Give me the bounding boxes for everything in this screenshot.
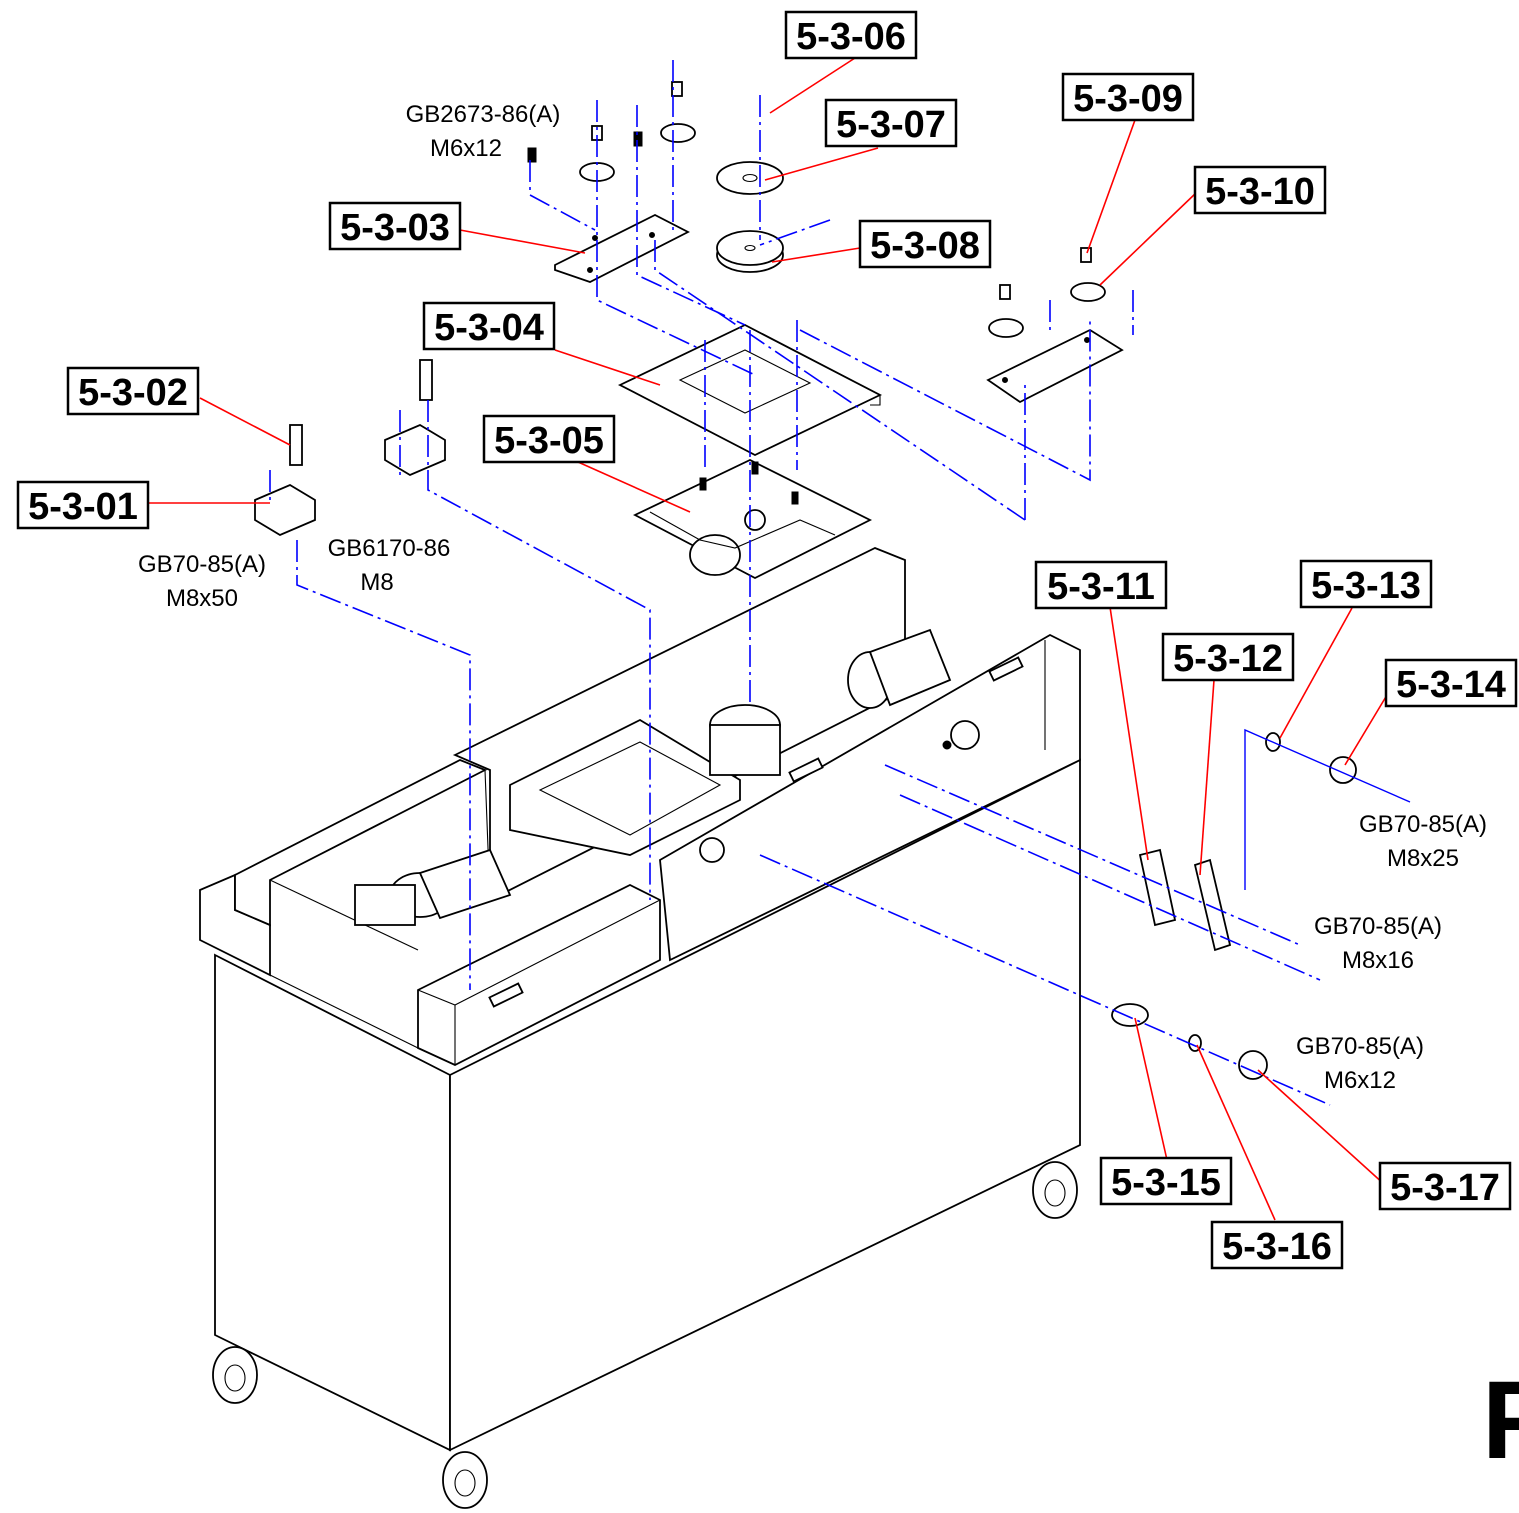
callout-label: 5-3-06: [796, 16, 906, 58]
callout-5-3-04: 5-3-04: [422, 301, 556, 351]
spec-line1: GB70-85(A): [1359, 811, 1487, 838]
caster-rear-right: [1032, 1161, 1078, 1219]
callout-5-3-17: 5-3-17: [1378, 1161, 1512, 1211]
part-sprocket-5-3-07: [716, 161, 784, 195]
callout-label: 5-3-01: [28, 486, 138, 528]
leader-lines: [148, 57, 1388, 1221]
callout-5-3-13: 5-3-13: [1299, 559, 1433, 609]
machine-cabinet: [199, 547, 1081, 1509]
spec-gb70-m8x16: GB70-85(A) M8x16: [1314, 913, 1442, 974]
callout-label: 5-3-16: [1222, 1226, 1332, 1268]
part-plate-5-3-04: [617, 323, 883, 457]
callout-5-3-06: 5-3-06: [784, 10, 918, 60]
callout-label: 5-3-13: [1311, 565, 1421, 607]
callout-5-3-15: 5-3-15: [1099, 1156, 1233, 1206]
caster-front-right: [442, 1451, 488, 1509]
callout-label: 5-3-03: [340, 207, 450, 249]
spec-gb2673-m6x12: GB2673-86(A) M6x12: [406, 101, 561, 162]
callout-5-3-01: 5-3-01: [16, 480, 150, 530]
spec-line1: GB6170-86: [328, 535, 451, 562]
callout-label: 5-3-04: [434, 307, 544, 349]
spec-line1: GB70-85(A): [1314, 913, 1442, 940]
callout-label: 5-3-02: [78, 372, 188, 414]
spec-line1: GB2673-86(A): [406, 101, 561, 128]
spec-gb70-m8x50: GB70-85(A) M8x50: [138, 551, 266, 612]
part-mechanism-5-3-05: [632, 458, 873, 580]
callout-5-3-02: 5-3-02: [66, 366, 200, 416]
spec-line2: M6x12: [1324, 1067, 1396, 1094]
spec-gb6170-m8: GB6170-86 M8: [328, 535, 451, 596]
callout-label: 5-3-08: [870, 225, 980, 267]
part-disc-5-3-08: [716, 230, 784, 273]
callout-label: 5-3-17: [1390, 1167, 1500, 1209]
caster-front-left: [212, 1346, 258, 1404]
callout-5-3-16: 5-3-16: [1210, 1220, 1344, 1270]
callout-5-3-12: 5-3-12: [1161, 632, 1295, 682]
spec-line2: M8x25: [1387, 845, 1459, 872]
part-side-brackets: [1111, 732, 1357, 1080]
callout-label: 5-3-15: [1111, 1162, 1221, 1204]
callout-5-3-05: 5-3-05: [482, 414, 616, 464]
spec-gb70-m8x25: GB70-85(A) M8x25: [1359, 811, 1487, 872]
callout-label: 5-3-07: [836, 104, 946, 146]
part-plate-5-3-03: [554, 213, 690, 283]
callout-5-3-14: 5-3-14: [1384, 658, 1518, 708]
part-blocks-5-3-01: [254, 359, 446, 537]
spec-line2: M8x16: [1342, 947, 1414, 974]
spec-line2: M8x50: [166, 585, 238, 612]
callout-5-3-09: 5-3-09: [1061, 72, 1195, 122]
centerlines: [269, 60, 1411, 1106]
spec-gb70-m6x12: GB70-85(A) M6x12: [1296, 1033, 1424, 1094]
callout-label: 5-3-11: [1047, 566, 1155, 608]
callout-label: 5-3-14: [1396, 664, 1506, 706]
spec-line1: GB70-85(A): [138, 551, 266, 578]
spec-line2: M6x12: [430, 135, 502, 162]
page-letter: F: [1482, 1359, 1519, 1482]
callout-label: 5-3-12: [1173, 638, 1283, 680]
part-plate-5-3-10-assembly: [986, 282, 1124, 404]
callout-5-3-10: 5-3-10: [1193, 165, 1327, 215]
spec-line2: M8: [360, 569, 393, 596]
callout-5-3-11: 5-3-11: [1034, 560, 1168, 610]
callout-5-3-07: 5-3-07: [824, 98, 958, 148]
callout-5-3-03: 5-3-03: [328, 201, 462, 251]
callout-label: 5-3-10: [1205, 171, 1315, 213]
spec-line1: GB70-85(A): [1296, 1033, 1424, 1060]
callout-label: 5-3-05: [494, 420, 604, 462]
callout-5-3-08: 5-3-08: [858, 219, 992, 269]
callout-label: 5-3-09: [1073, 78, 1183, 120]
